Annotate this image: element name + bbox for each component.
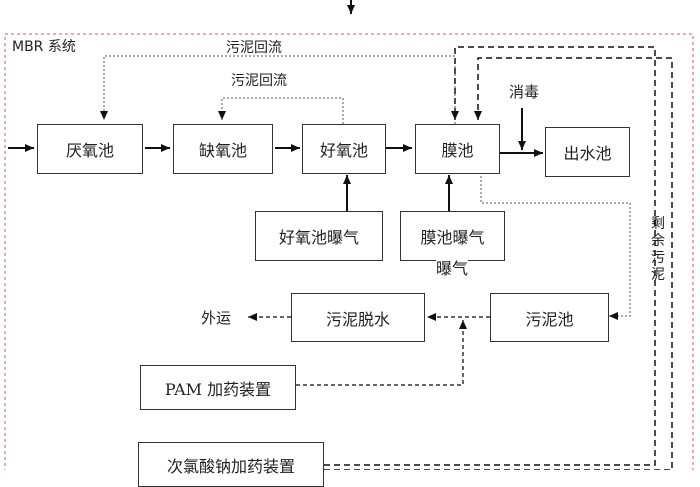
- hypochlorite-outer-line: [324, 46, 656, 466]
- excess-sludge-line: [480, 176, 631, 320]
- hypochlorite-inner-line: [324, 57, 673, 470]
- mbr-system-label: MBR 系统: [12, 39, 76, 55]
- excess-sludge-label: 剩余污泥: [651, 216, 665, 283]
- sludge-dewatering-node: 污泥脱水: [291, 293, 425, 342]
- sludge-tank-node: 污泥池: [490, 293, 609, 342]
- membrane-aeration-overflow-text: 曝气: [436, 255, 469, 279]
- anoxic-tank-node: 缺氧池: [173, 124, 273, 174]
- membrane-aeration-node: 膜池曝气: [400, 211, 505, 261]
- membrane-tank-node: 膜池: [415, 124, 500, 174]
- inner-sludge-return-line: [218, 97, 344, 124]
- pam-dosing-node: PAM 加药装置: [140, 365, 296, 410]
- aerobic-tank-node: 好氧池: [302, 124, 386, 174]
- anaerobic-tank-node: 厌氧池: [37, 124, 143, 174]
- hypochlorite-dosing-node: 次氯酸钠加药装置: [138, 442, 324, 487]
- outer-sludge-return-label: 污泥回流: [226, 40, 282, 56]
- flow-lines: [4, 0, 694, 470]
- outward-transport-label: 外运: [201, 309, 232, 327]
- aerobic-aeration-node: 好氧池曝气: [255, 211, 383, 261]
- outer-sludge-return-line: [100, 55, 456, 124]
- inner-sludge-return-label: 污泥回流: [231, 73, 287, 89]
- effluent-tank-node: 出水池: [545, 127, 630, 177]
- mbr-boundary: [4, 33, 694, 470]
- disinfection-label: 消毒: [509, 83, 540, 101]
- pam-dosing-line: [296, 320, 467, 386]
